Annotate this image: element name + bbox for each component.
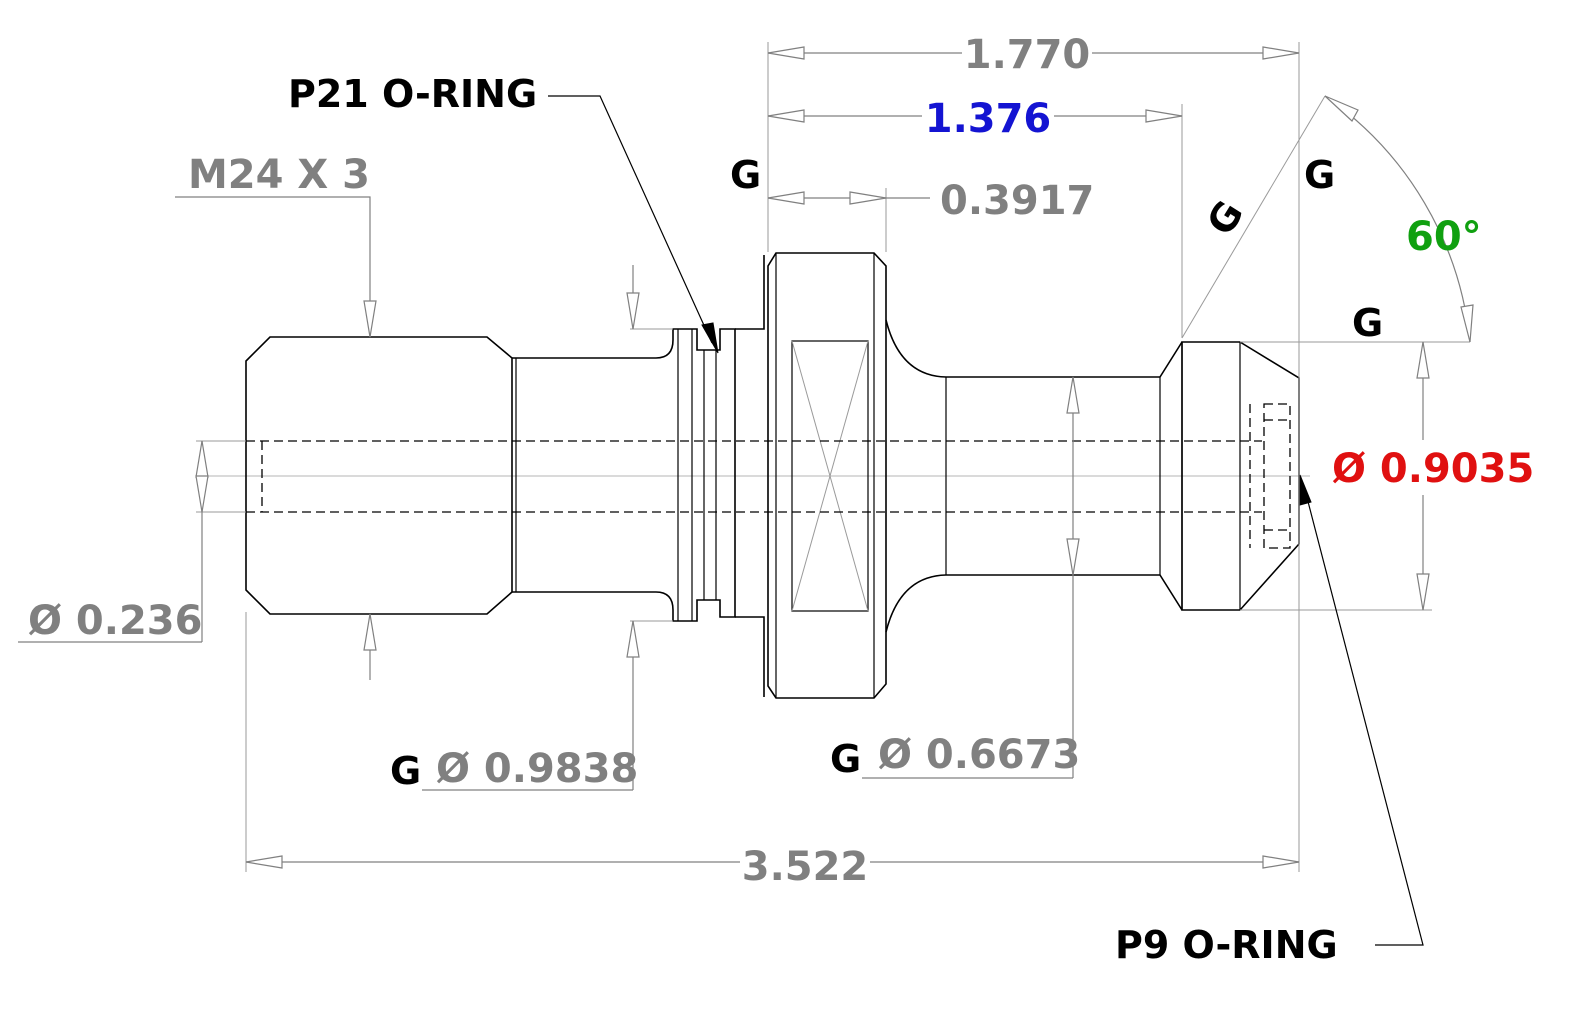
dim-head-diameter: Ø 0.9035 xyxy=(1332,446,1534,492)
dim-angle: 60° xyxy=(1406,214,1482,260)
dimension-text: 3.522 1.770 1.376 0.3917 M24 X 3 Ø 0.236… xyxy=(28,32,1534,890)
dim-thread: M24 X 3 xyxy=(188,152,370,198)
dim-bore-diameter: Ø 0.236 xyxy=(28,598,202,644)
dim-neck-diameter: Ø 0.6673 xyxy=(878,732,1080,778)
grind-mark: G xyxy=(1352,301,1383,345)
callout-p9-oring: P9 O-RING xyxy=(1115,923,1338,967)
grind-marks: G G G G G G xyxy=(390,153,1383,793)
dim-flange-thickness: 0.3917 xyxy=(940,178,1094,224)
dim-groove-diameter: Ø 0.9838 xyxy=(436,746,638,792)
oring-groove xyxy=(672,255,765,697)
grind-mark: G xyxy=(1304,153,1335,197)
part-outline xyxy=(200,252,1310,699)
dim-head-to-collar: 1.376 xyxy=(925,96,1052,142)
grind-mark: G xyxy=(730,153,761,197)
flange xyxy=(767,252,887,699)
dim-overall-length: 3.522 xyxy=(742,844,869,890)
callouts: P21 O-RING P9 O-RING xyxy=(288,72,1338,967)
dim-head-to-end: 1.770 xyxy=(964,32,1091,78)
callout-p21-oring: P21 O-RING xyxy=(288,72,537,116)
grind-mark: G xyxy=(390,749,421,793)
leaders xyxy=(548,95,1424,946)
dimension-lines xyxy=(18,42,1474,872)
hidden-bore xyxy=(246,403,1291,549)
thread-section xyxy=(245,336,513,615)
grind-mark: G xyxy=(1198,193,1252,243)
shank xyxy=(512,339,674,611)
grind-mark: G xyxy=(830,737,861,781)
neck xyxy=(885,319,1183,633)
